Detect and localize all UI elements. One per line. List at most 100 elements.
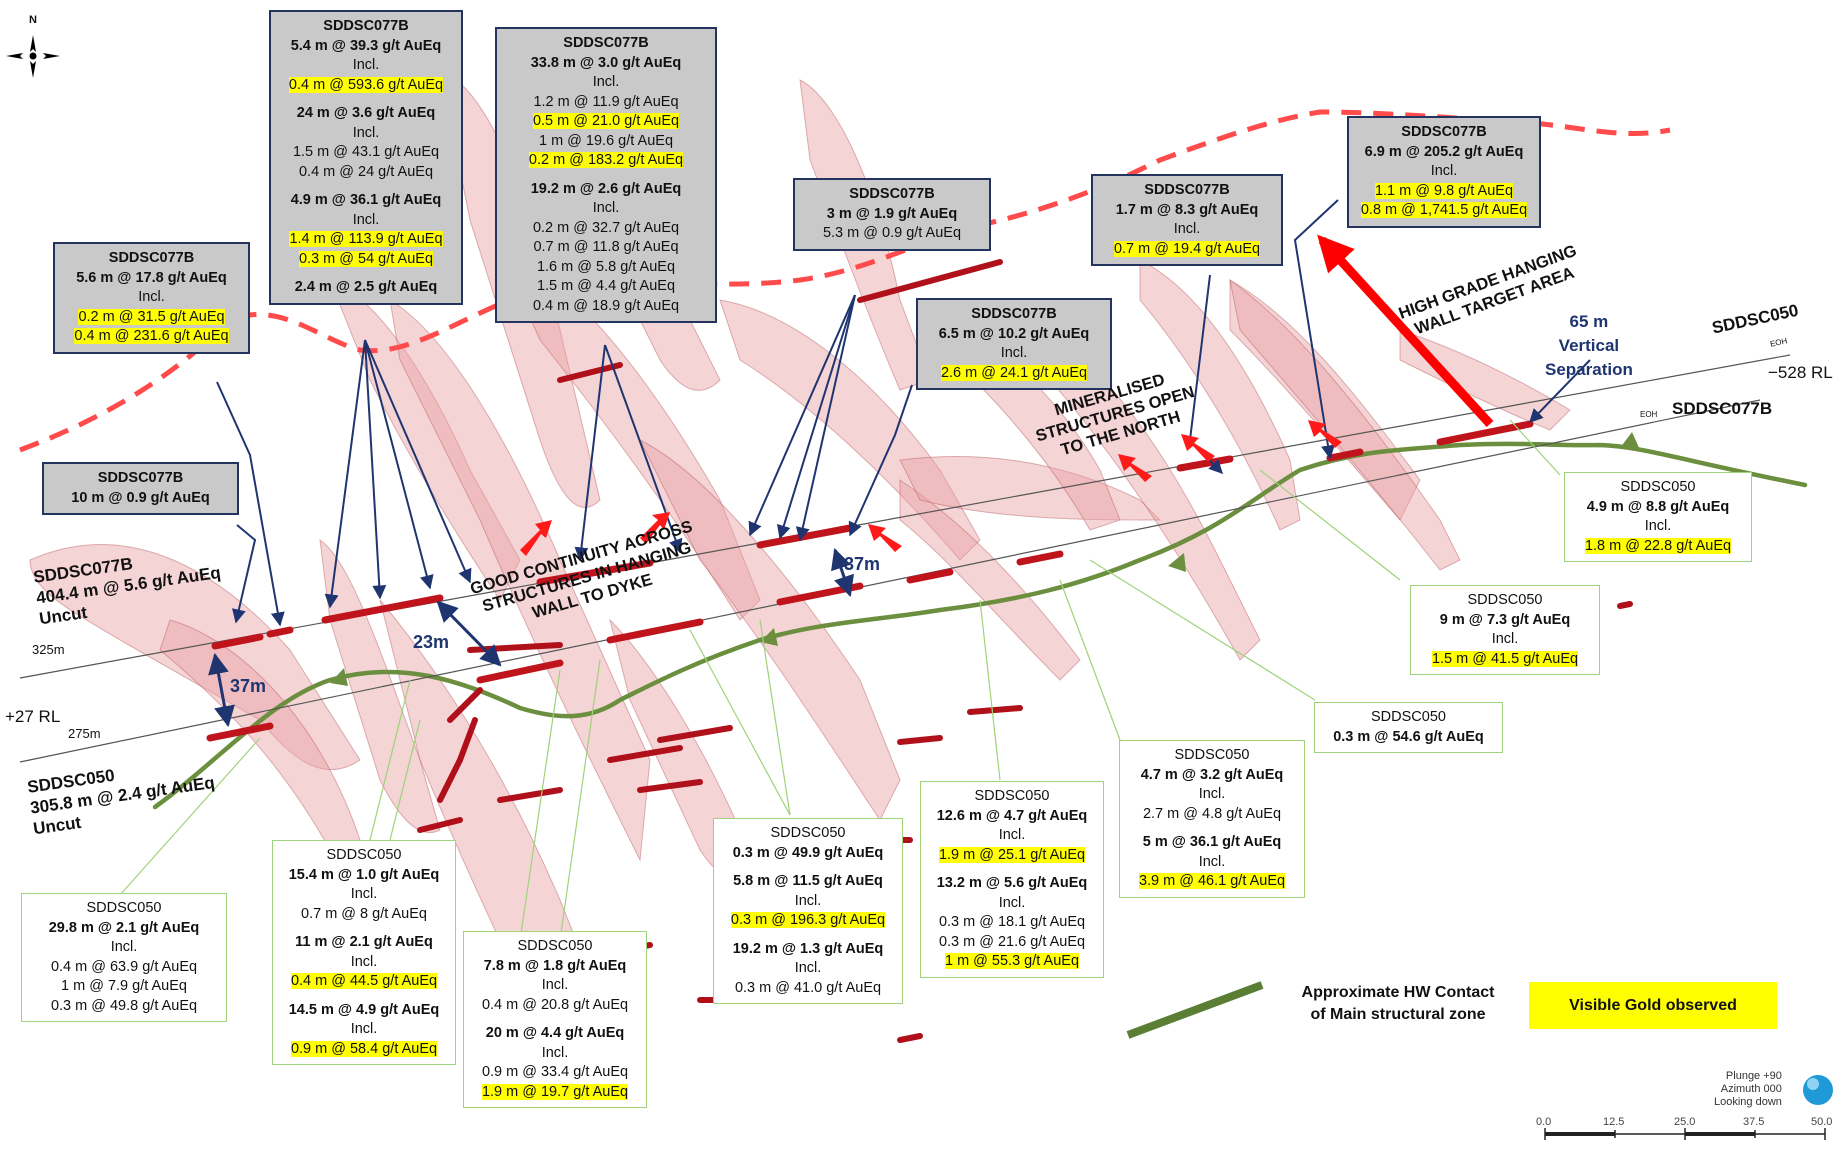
- callout-line: 0.9 m @ 58.4 g/t AuEq: [290, 1040, 438, 1057]
- callout-line: 1.8 m @ 22.8 g/t AuEq: [1584, 537, 1732, 554]
- callout-line: 0.2 m @ 183.2 g/t AuEq: [528, 152, 684, 168]
- view-info: Plunge +90 Azimuth 000 Looking down: [1714, 1070, 1782, 1108]
- legend-hw-contact-label: Approximate HW Contact of Main structura…: [1301, 984, 1495, 1023]
- red-arrow: [1181, 434, 1215, 462]
- structure-shape: [1139, 259, 1301, 531]
- view-globe-icon: [1803, 1075, 1833, 1105]
- callout-line: 0.9 m @ 33.4 g/t AuEq: [481, 1064, 629, 1080]
- red-arrow: [520, 520, 552, 556]
- callout-hole-name: SDDSC050: [326, 847, 402, 863]
- callout-line: Incl.: [592, 74, 620, 90]
- callout-hole-name: SDDSC050: [86, 900, 162, 916]
- structure-shape: [1399, 329, 1571, 431]
- scale-tick-4: 50.0: [1811, 1116, 1833, 1128]
- callout-line: 0.3 m @ 49.8 g/t AuEq: [50, 997, 198, 1014]
- callout-line: 5.3 m @ 0.9 g/t AuEq: [822, 225, 962, 241]
- callout-line: 5 m @ 36.1 g/t AuEq: [1142, 834, 1282, 850]
- callout-line: Incl.: [350, 886, 378, 902]
- scale-bar-fill: [1545, 1132, 1615, 1136]
- callout-hole-name: SDDSC050: [517, 938, 593, 954]
- callout-line: Incl.: [350, 1021, 378, 1037]
- callout-line: 7.8 m @ 1.8 g/t AuEq: [483, 957, 627, 974]
- callout-line: 0.4 m @ 593.6 g/t AuEq: [288, 76, 444, 93]
- callout-line: 0.4 m @ 24 g/t AuEq: [298, 163, 434, 180]
- callout-line: Incl.: [352, 57, 380, 73]
- callout-hole-name: SDDSC050: [770, 825, 846, 841]
- callout-line: 0.4 m @ 20.8 g/t AuEq: [481, 996, 629, 1013]
- scale-tick-1: 12.5: [1603, 1116, 1625, 1128]
- scale-tick-0: 0.0: [1536, 1116, 1552, 1128]
- callout-line: 12.6 m @ 4.7 g/t AuEq: [936, 807, 1088, 824]
- callout-line: 1.5 m @ 43.1 g/t AuEq: [292, 144, 440, 160]
- callout-sddsc050-4: SDDSC050 0.3 m @ 49.9 g/t AuEq 5.8 m @ 11.…: [713, 818, 903, 1004]
- green-leaders: [119, 419, 1561, 941]
- callout-line: 0.8 m @ 1,741.5 g/t AuEq: [1360, 202, 1528, 218]
- callout-line: 0.3 m @ 49.9 g/t AuEq: [732, 844, 884, 861]
- drill-traces: [19, 354, 1791, 763]
- callout-hole-name: SDDSC050: [1620, 479, 1696, 495]
- callout-line: Incl.: [998, 827, 1026, 843]
- leader-lines: [216, 199, 1591, 627]
- callout-line: 2.6 m @ 24.1 g/t AuEq: [940, 364, 1088, 381]
- callout-line: 0.4 m @ 63.9 g/t AuEq: [50, 958, 198, 975]
- callout-line: 29.8 m @ 2.1 g/t AuEq: [48, 919, 200, 936]
- callout-line: Incl.: [1000, 345, 1028, 361]
- callout-line: 0.7 m @ 19.4 g/t AuEq: [1113, 240, 1261, 257]
- callout-hole-name: SDDSC050: [1467, 592, 1543, 608]
- structure-shape: [899, 455, 1162, 521]
- callout-line: 5.8 m @ 11.5 g/t AuEq: [733, 873, 883, 889]
- callout-line: 1.6 m @ 5.8 g/t AuEq: [536, 258, 676, 275]
- callout-line: 4.9 m @ 36.1 g/t AuEq: [290, 192, 442, 208]
- measure-label-37m-west: 37m: [230, 676, 267, 696]
- structure-shape: [329, 279, 521, 601]
- callout-line: Incl.: [794, 960, 822, 976]
- callout-line: 1.2 m @ 11.9 g/t AuEq: [533, 93, 679, 110]
- depth-label-275: 275m: [68, 726, 101, 741]
- callout-line: 1 m @ 55.3 g/t AuEq: [944, 953, 1080, 969]
- structure-shape: [638, 438, 901, 821]
- callout-line: 9 m @ 7.3 g/t AuEq: [1439, 611, 1571, 628]
- rl-label-east: −528 RL: [1768, 363, 1833, 382]
- callout-line: 19.2 m @ 2.6 g/t AuEq: [530, 180, 682, 197]
- red-arrow: [868, 524, 902, 552]
- red-arrow: [1308, 420, 1342, 448]
- callout-line: 0.3 m @ 18.1 g/t AuEq: [938, 914, 1086, 930]
- callout-hole-name: SDDSC077B: [323, 18, 409, 34]
- callout-line: 0.2 m @ 32.7 g/t AuEq: [532, 219, 680, 236]
- callout-line: 0.7 m @ 8 g/t AuEq: [301, 905, 427, 922]
- callout-line: 0.7 m @ 11.8 g/t AuEq: [533, 239, 679, 255]
- callout-line: Incl.: [1491, 631, 1519, 647]
- north-label: N: [29, 14, 37, 26]
- callout-line: 2.4 m @ 2.5 g/t AuEq: [294, 279, 438, 295]
- callout-line: 1.7 m @ 8.3 g/t AuEq: [1115, 201, 1259, 218]
- callout-line: 20 m @ 4.4 g/t AuEq: [485, 1025, 625, 1041]
- callout-line: 0.4 m @ 231.6 g/t AuEq: [74, 328, 229, 344]
- callout-hole-name: SDDSC050: [1371, 709, 1446, 725]
- structure-shape: [29, 544, 361, 771]
- callout-hole-name: SDDSC050: [974, 788, 1050, 804]
- callout-line: 13.2 m @ 5.6 g/t AuEq: [936, 875, 1088, 891]
- scale-tick-3: 37.5: [1743, 1116, 1765, 1128]
- legend-visible-gold: Visible Gold observed: [1529, 982, 1777, 1029]
- callout-hole-name: SDDSC077B: [1401, 124, 1487, 140]
- callout-line: Incl.: [352, 124, 380, 141]
- callout-line: 2.7 m @ 4.8 g/t AuEq: [1142, 805, 1282, 822]
- callout-line: Incl.: [350, 953, 378, 970]
- dashed-boundary: [19, 109, 1671, 453]
- callout-hole-name: SDDSC077B: [1144, 182, 1230, 198]
- measure-23m: [436, 600, 502, 667]
- structure-shape: [1229, 278, 1461, 571]
- callout-line: Incl.: [541, 977, 569, 993]
- north-arrow-icon: [6, 35, 60, 78]
- high-grade-arrow: [1317, 234, 1494, 428]
- callout-line: 0.4 m @ 18.9 g/t AuEq: [532, 297, 680, 314]
